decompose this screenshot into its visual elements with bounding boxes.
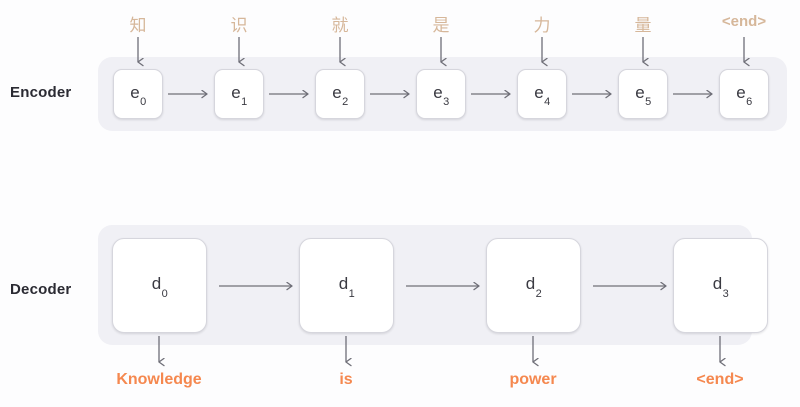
encoder-cell-e5-label: e5 [635, 82, 652, 109]
decoder-output-token-0: Knowledge [116, 371, 202, 388]
decoder-cell-d2-label: d2 [525, 274, 542, 300]
decoder-output-token-3: <end> [696, 371, 744, 388]
encoder-cell-e5[interactable]: e5 [618, 69, 668, 119]
decoder-cell-d3-label: d3 [712, 274, 729, 300]
encoder-cell-e2-label: e2 [332, 82, 349, 109]
encoder-cell-e0[interactable]: e0 [113, 69, 163, 119]
decoder-cell-d1[interactable]: d1 [299, 238, 394, 333]
encoder-cell-e3-label: e3 [433, 82, 450, 109]
encoder-cell-e4[interactable]: e4 [517, 69, 567, 119]
decoder-cell-d0-label: d0 [151, 274, 168, 300]
encoder-cell-e2[interactable]: e2 [315, 69, 365, 119]
encoder-cell-e6-label: e6 [736, 82, 753, 109]
decoder-cell-d0[interactable]: d0 [112, 238, 207, 333]
decoder-output-token-2: power [509, 371, 557, 388]
encoder-input-token-3: 是 [432, 16, 450, 36]
encoder-input-token-6: <end> [721, 13, 767, 30]
encoder-cell-e1-label: e1 [231, 82, 248, 109]
encoder-input-token-2: 就 [331, 16, 349, 36]
decoder-output-token-1: is [339, 371, 353, 388]
encoder-input-token-5: 量 [634, 16, 652, 36]
encoder-cell-e4-label: e4 [534, 82, 551, 109]
encoder-input-token-1: 识 [230, 16, 248, 36]
encoder-cell-e6[interactable]: e6 [719, 69, 769, 119]
encoder-cell-e3[interactable]: e3 [416, 69, 466, 119]
encoder-cell-e0-label: e0 [130, 82, 147, 109]
decoder-row-label: Decoder [10, 281, 72, 298]
decoder-group-container [98, 225, 752, 345]
encoder-input-token-0: 知 [129, 16, 147, 36]
encoder-cell-e1[interactable]: e1 [214, 69, 264, 119]
encoder-input-token-4: 力 [533, 16, 551, 36]
encoder-row-label: Encoder [10, 84, 72, 101]
decoder-cell-d2[interactable]: d2 [486, 238, 581, 333]
decoder-cell-d3[interactable]: d3 [673, 238, 768, 333]
decoder-cell-d1-label: d1 [338, 274, 355, 300]
